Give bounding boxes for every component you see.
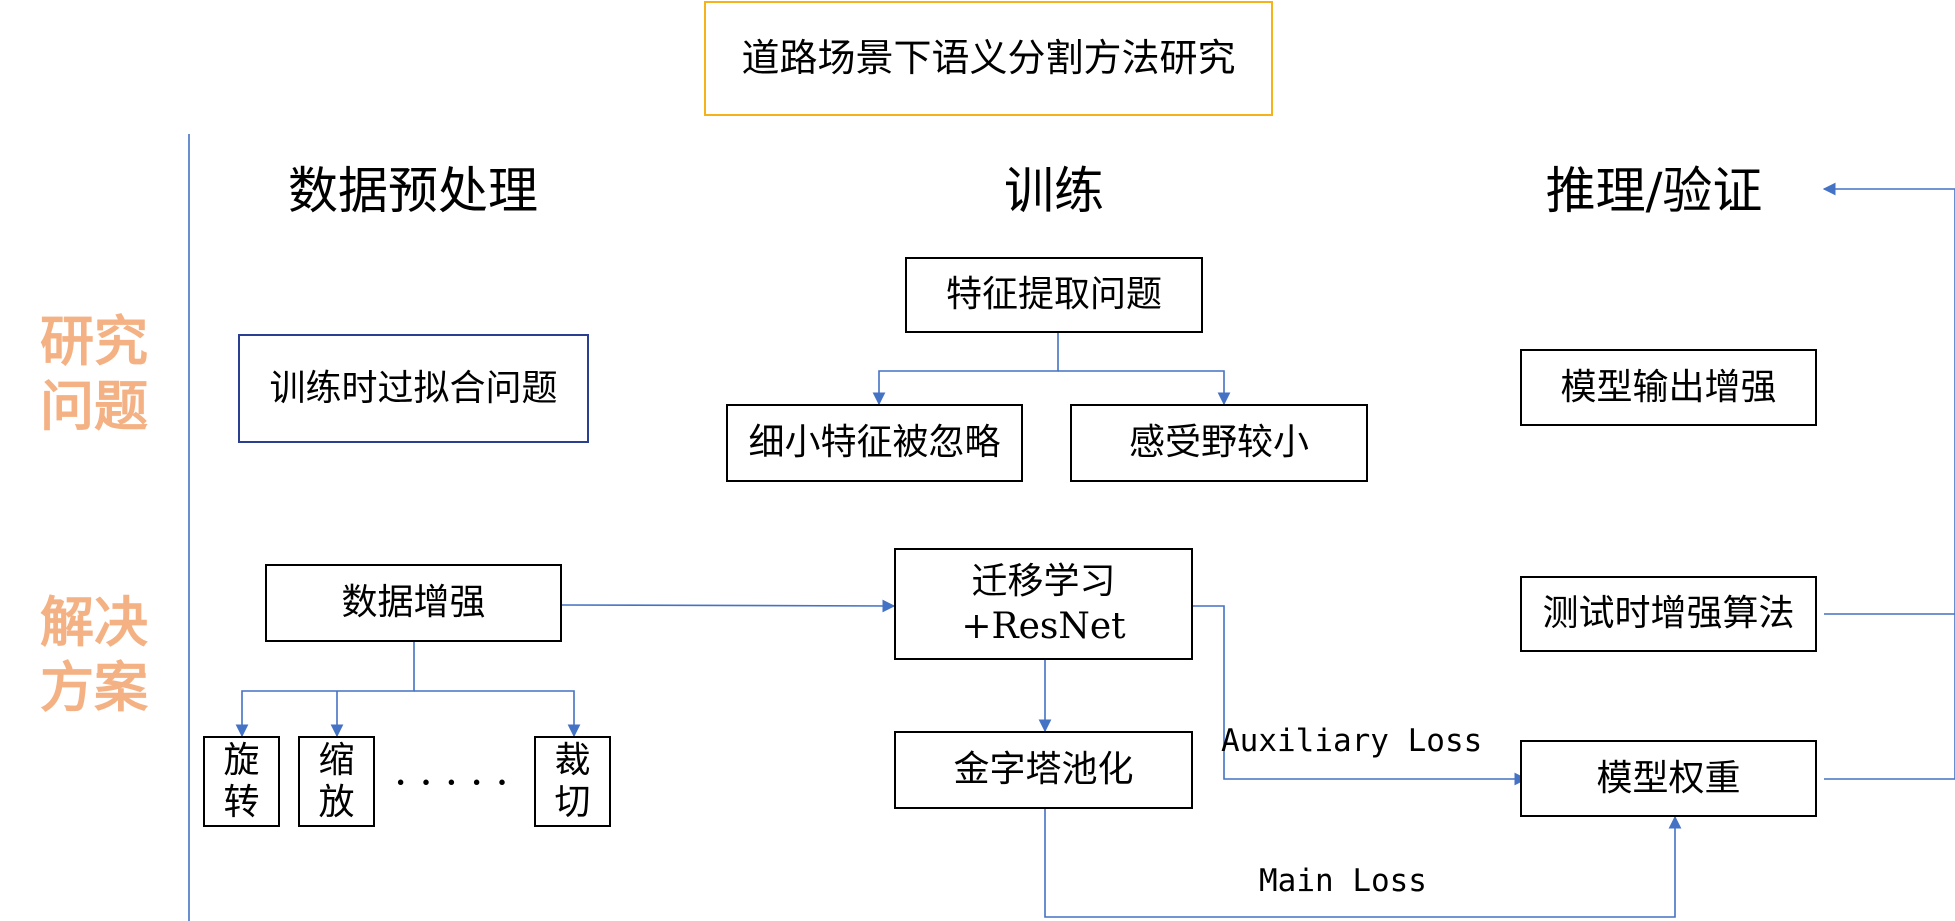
rotate-box: 旋 转 (203, 736, 280, 827)
row-label-problem-line-1: 研究 (40, 309, 148, 373)
connector-transfer-to-weights (1193, 605, 1528, 786)
test-time-augmentation-box: 测试时增强算法 (1520, 576, 1817, 652)
connector-aug-to-rotate (235, 642, 415, 738)
row-label-solution-line-2: 方案 (40, 654, 148, 719)
model-output-enhance-box: 模型输出增强 (1520, 349, 1817, 426)
main-loss-label: Main Loss (1259, 863, 1427, 899)
feature-extraction-box: 特征提取问题 (905, 257, 1203, 333)
row-label-solution: 解决 方案 (34, 590, 154, 720)
rotate-box-char-1: 旋 (223, 740, 260, 782)
scale-box-char-1: 缩 (318, 740, 355, 782)
transfer-learning-line-2: +ResNet (961, 606, 1126, 647)
crop-box: 裁 切 (534, 736, 611, 827)
small-feature-ignored-box: 细小特征被忽略 (726, 404, 1023, 482)
rotate-box-char-2: 转 (223, 781, 260, 823)
crop-box-char-1: 裁 (554, 740, 591, 782)
scale-box-char-2: 放 (318, 781, 355, 823)
pyramid-pooling-box: 金字塔池化 (894, 731, 1193, 809)
connector-feature-to-receptive (1058, 370, 1231, 406)
auxiliary-loss-label: Auxiliary Loss (1221, 723, 1483, 759)
overfit-problem-box: 训练时过拟合问题 (238, 334, 589, 443)
model-weights-box: 模型权重 (1520, 740, 1817, 817)
column-heading-infer: 推理/验证 (1545, 162, 1763, 220)
transfer-learning-box: 迁移学习 +ResNet (894, 548, 1193, 660)
small-receptive-field-box: 感受野较小 (1070, 404, 1368, 482)
connector-feature-to-small (872, 333, 1059, 406)
crop-box-char-2: 切 (554, 781, 591, 823)
connector-aug-to-crop (414, 690, 581, 738)
column-heading-preprocess: 数据预处理 (288, 162, 538, 220)
column-heading-train: 训练 (1004, 162, 1104, 220)
scale-box: 缩 放 (298, 736, 375, 827)
connector-weights-to-infer (1822, 182, 1955, 780)
row-label-solution-line-1: 解决 (40, 590, 148, 654)
ellipsis-dots: ····· (394, 758, 521, 807)
connector-pyramid-to-weights (1044, 809, 1682, 918)
connector-aug-to-transfer (561, 599, 896, 613)
transfer-learning-line-1: 迁移学习 (971, 561, 1116, 602)
title-box: 道路场景下语义分割方法研究 (704, 1, 1273, 116)
row-label-problem-line-2: 问题 (40, 373, 148, 438)
data-augmentation-box: 数据增强 (265, 564, 562, 642)
row-label-problem: 研究 问题 (34, 309, 154, 439)
